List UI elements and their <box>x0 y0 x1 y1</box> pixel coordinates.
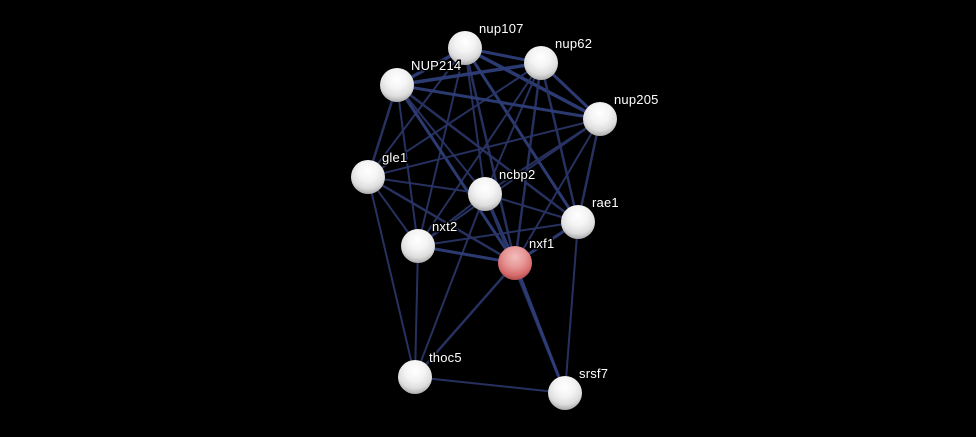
network-edge-NUP214-nup205 <box>395 83 602 121</box>
network-edge-nup62-rae1 <box>539 61 580 224</box>
node-label-srsf7: srsf7 <box>579 366 608 381</box>
network-edge-nup205-nxf1 <box>514 118 601 264</box>
node-label-thoc5: thoc5 <box>429 350 462 365</box>
network-edge-NUP214-nxf1 <box>395 83 517 265</box>
network-node-gle1: gle1 <box>351 149 409 194</box>
network-node-nup205: nup205 <box>583 91 660 136</box>
network-edge-nxt2-thoc5 <box>414 245 419 378</box>
node-label-nxf1: nxf1 <box>529 236 554 251</box>
network-edge-nup62-nxf1 <box>513 61 543 265</box>
network-edge-nup107-nxt2 <box>417 47 466 247</box>
network-edge-nup107-rae1 <box>463 46 580 224</box>
network-node-nxf1: nxf1 <box>498 235 556 280</box>
network-node-srsf7: srsf7 <box>548 365 609 410</box>
network-edge-nup62-nxt2 <box>417 62 542 247</box>
node-label-nxt2: nxt2 <box>432 219 457 234</box>
network-edge-NUP214-nxt2 <box>396 84 419 247</box>
node-sphere-thoc5[interactable] <box>398 360 432 394</box>
network-edge-nxf1-thoc5 <box>413 261 517 379</box>
node-label-NUP214: NUP214 <box>411 58 461 73</box>
node-sphere-nup205[interactable] <box>583 102 617 136</box>
node-sphere-nxf1[interactable] <box>498 246 532 280</box>
network-edge-nup62-gle1 <box>367 62 542 178</box>
node-sphere-nup62[interactable] <box>524 46 558 80</box>
network-node-ncbp2: ncbp2 <box>468 166 537 211</box>
network-edge-gle1-thoc5 <box>367 176 416 378</box>
node-label-ncbp2: ncbp2 <box>499 167 535 182</box>
node-sphere-ncbp2[interactable] <box>468 177 502 211</box>
node-label-rae1: rae1 <box>592 195 619 210</box>
node-sphere-srsf7[interactable] <box>548 376 582 410</box>
network-node-NUP214: NUP214 <box>380 57 463 102</box>
network-edge-nup205-rae1 <box>576 117 602 224</box>
network-edge-rae1-srsf7 <box>564 221 579 394</box>
network-edge-nup205-gle1 <box>367 118 601 178</box>
network-node-nxt2: nxt2 <box>401 218 459 263</box>
node-sphere-rae1[interactable] <box>561 205 595 239</box>
network-edge-ncbp2-thoc5 <box>414 193 486 378</box>
node-label-nup107: nup107 <box>479 21 524 36</box>
network-edge-nup62-NUP214 <box>395 61 543 87</box>
network-node-nup62: nup62 <box>524 35 593 80</box>
network-edge-gle1-nxf1 <box>366 175 517 265</box>
network-edge-NUP214-ncbp2 <box>396 84 486 195</box>
network-edge-rae1-nxt2 <box>417 221 579 247</box>
network-node-nup107: nup107 <box>448 20 525 65</box>
network-edge-NUP214-rae1 <box>395 83 580 224</box>
node-sphere-gle1[interactable] <box>351 160 385 194</box>
node-sphere-nup107[interactable] <box>448 31 482 65</box>
node-label-gle1: gle1 <box>382 150 407 165</box>
network-edge-nxf1-srsf7 <box>513 261 567 395</box>
node-sphere-nxt2[interactable] <box>401 229 435 263</box>
node-label-nup205: nup205 <box>614 92 659 107</box>
node-sphere-NUP214[interactable] <box>380 68 414 102</box>
network-edge-thoc5-srsf7 <box>414 376 566 394</box>
network-edge-nup62-ncbp2 <box>484 62 542 195</box>
node-label-nup62: nup62 <box>555 36 592 51</box>
network-edge-gle1-ncbp2 <box>367 176 486 195</box>
network-node-thoc5: thoc5 <box>398 349 463 394</box>
network-node-rae1: rae1 <box>561 194 620 239</box>
